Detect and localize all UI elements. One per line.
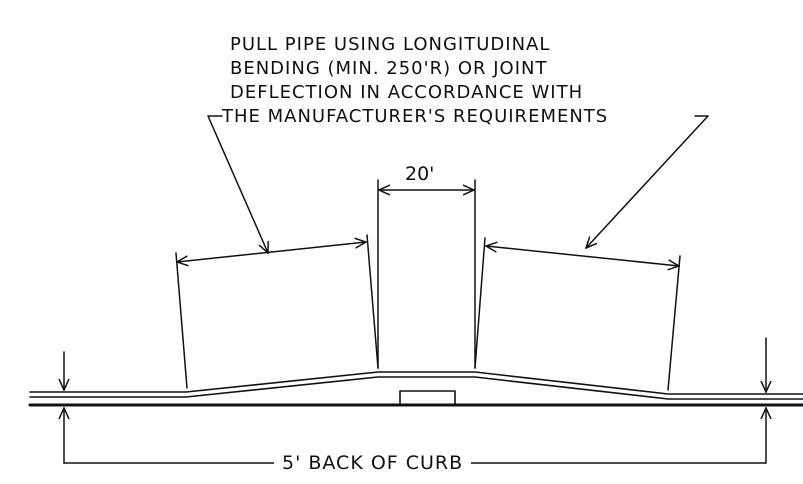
- note-leader-left: [207, 115, 268, 253]
- ext-line-left-outer: [175, 252, 188, 389]
- dim-line-left-segment: [177, 242, 366, 262]
- note-text-line-1: PULL PIPE USING LONGITUDINAL: [230, 34, 551, 55]
- pipe-upper-line: [29, 371, 803, 395]
- ext-line-right-inner: [474, 237, 486, 369]
- curb-offset-label: 5' BACK OF CURB: [274, 454, 472, 473]
- obstruction-box: [399, 390, 456, 406]
- pipe-lower-line: [29, 376, 803, 400]
- note-text-line-3: DEFLECTION IN ACCORDANCE WITH: [230, 82, 584, 103]
- note-leader-right: [586, 115, 709, 248]
- ext-line-right-outer: [667, 255, 681, 391]
- ext-line-left-inner: [366, 234, 379, 369]
- spacing-dimension-label: 20': [405, 163, 435, 185]
- dim-line-right-segment: [486, 246, 679, 266]
- note-text-line-2: BENDING (MIN. 250'R) OR JOINT: [230, 58, 548, 79]
- note-text-line-4: THE MANUFACTURER'S REQUIREMENTS: [222, 106, 609, 127]
